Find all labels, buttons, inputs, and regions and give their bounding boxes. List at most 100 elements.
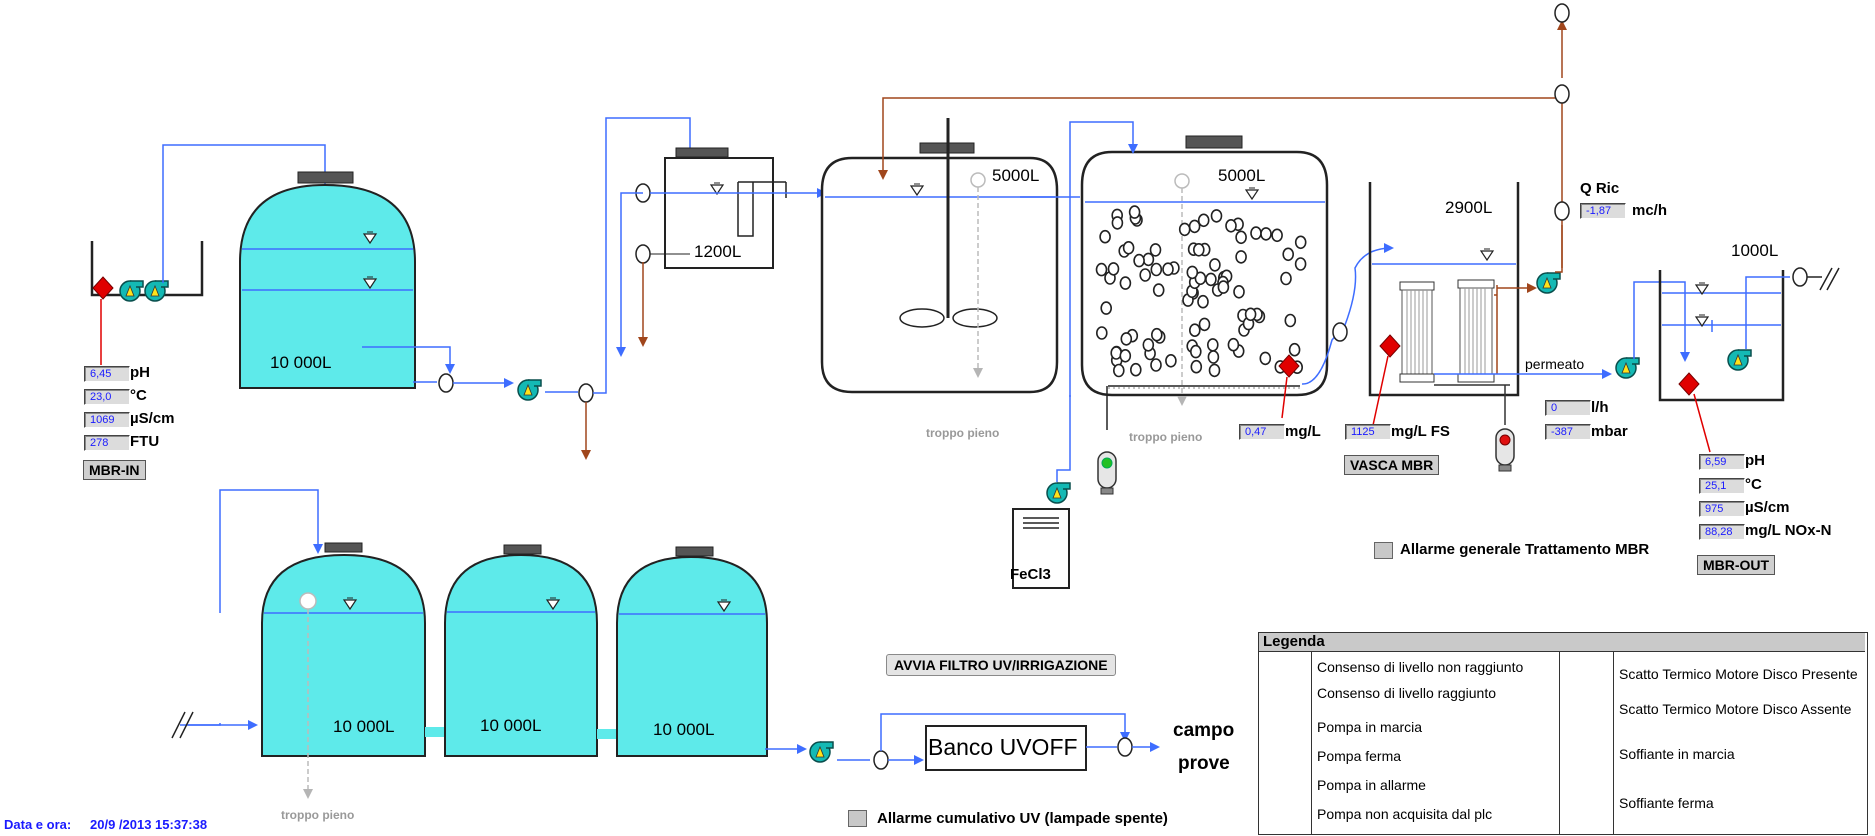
mbr-tank-volume: 2900L	[1445, 198, 1493, 217]
fecl3-dosing-pump-icon[interactable]	[1046, 482, 1071, 504]
permeate-pump-icon[interactable]	[1615, 357, 1640, 379]
air-bubble	[1150, 262, 1163, 277]
legend-item: Pompa in marcia	[1317, 719, 1423, 735]
air-bubble	[1113, 363, 1125, 378]
air-bubble	[1227, 337, 1240, 352]
air-bubble	[1095, 262, 1108, 277]
air-bubble	[1119, 276, 1132, 290]
raw-tank-outlet-valve-icon[interactable]	[438, 373, 454, 393]
storage-overflow-label: troppo pieno	[281, 808, 355, 822]
permeate-pressure-unit: mbar	[1591, 423, 1628, 440]
reactor-1	[820, 118, 1059, 394]
air-bubble	[1189, 323, 1201, 338]
air-bubble	[1209, 258, 1221, 272]
destination-line-2: prove	[1178, 753, 1230, 774]
mbr-sensor-icon	[1379, 334, 1401, 358]
mbr-fs-unit: mg/L FS	[1391, 423, 1450, 440]
small-tank-volume: 1200L	[694, 242, 742, 261]
mbr-in-sump	[90, 241, 204, 365]
air-bubble	[1162, 262, 1174, 277]
mbr-in-ph-unit: pH	[130, 364, 150, 381]
storage-2-volume: 10 000L	[480, 716, 542, 735]
mbr-out-label: MBR-OUT	[1697, 555, 1776, 575]
mbr-general-alarm-indicator	[1374, 542, 1393, 559]
air-bubble	[1282, 247, 1294, 262]
small-tank-drain-valve-icon[interactable]	[635, 244, 651, 264]
air-bubble	[1207, 338, 1219, 352]
storage-tank-1	[261, 542, 426, 799]
storage-3-volume: 10 000L	[653, 720, 715, 739]
out-tank	[1658, 270, 1785, 402]
air-bubble	[1165, 353, 1177, 368]
air-bubble	[1225, 219, 1237, 233]
q-ric-unit: mc/h	[1632, 202, 1668, 219]
reactor-2-overflow-label: troppo pieno	[1129, 430, 1203, 444]
recirculation-pump-icon[interactable]	[1536, 272, 1561, 294]
air-bubble	[1128, 205, 1141, 219]
legend-item: Pompa ferma	[1317, 748, 1402, 764]
mbr-tank	[1368, 182, 1520, 397]
feed-pump-2-icon[interactable]	[144, 280, 169, 302]
air-bubble	[1152, 283, 1165, 297]
air-bubble	[1107, 262, 1120, 276]
legend-title: Legenda	[1259, 633, 1865, 652]
air-bubble	[1271, 228, 1283, 243]
air-bubble	[1260, 227, 1272, 241]
air-bubble	[1208, 363, 1221, 378]
air-bubble	[1100, 301, 1112, 315]
air-bubble	[1130, 362, 1142, 377]
uv-start-button[interactable]: AVVIA FILTRO UV/IRRIGAZIONE	[886, 654, 1116, 676]
mbr-fs-value: 1125	[1345, 424, 1391, 440]
storage-tank-2	[444, 544, 598, 757]
legend-item: Pompa non acquisita dal plc	[1317, 806, 1493, 822]
air-bubble	[1235, 250, 1247, 264]
air-bubble	[1151, 327, 1163, 342]
recirc-top-valve-icon[interactable]	[1554, 3, 1570, 23]
mbr-out-sensor-icon	[1678, 372, 1700, 396]
storage-1-volume: 10 000L	[333, 717, 395, 736]
air-bubble	[1284, 313, 1297, 328]
air-bubble	[1119, 348, 1132, 363]
air-bubble	[1233, 284, 1245, 299]
q-ric-label: Q Ric	[1580, 180, 1620, 197]
legend-item: Scatto Termico Motore Disco Presente	[1619, 666, 1858, 682]
out-valve-icon[interactable]	[1792, 267, 1808, 287]
uv-outlet-valve-icon[interactable]	[1117, 737, 1133, 757]
reactor-2-volume: 5000L	[1218, 166, 1266, 185]
air-bubble	[1120, 332, 1133, 346]
reactor-1-overflow-label: troppo pieno	[926, 426, 1000, 440]
uv-alarm-indicator	[848, 810, 867, 827]
transfer-pump-icon[interactable]	[517, 379, 542, 401]
out-tank-pump-icon[interactable]	[1727, 349, 1752, 371]
mbr-feed-valve-icon[interactable]	[1332, 322, 1348, 342]
datetime-value: 20/9 /2013 15:37:38	[90, 817, 208, 832]
recirc-valve-icon[interactable]	[1554, 84, 1570, 104]
uv-feed-pump-icon[interactable]	[809, 741, 834, 763]
recirc-flow-valve-icon[interactable]	[1554, 201, 1570, 221]
mbr-in-cond-unit: µS/cm	[130, 410, 175, 427]
legend-item: Pompa in allarme	[1317, 777, 1426, 793]
air-bubble	[1142, 252, 1155, 267]
permeate-flow-value: 0	[1545, 400, 1591, 416]
air-bubble	[1198, 317, 1211, 332]
mbr-out-cond-value: 975	[1699, 501, 1745, 517]
air-bubble	[1099, 229, 1111, 244]
membrane-module-2	[1457, 279, 1495, 383]
air-bubble	[1096, 326, 1108, 340]
permeate-pressure-value: -387	[1545, 424, 1591, 440]
legend-item: Consenso di livello non raggiunto	[1317, 659, 1524, 675]
transfer-valve-icon[interactable]	[578, 383, 594, 403]
small-tank	[664, 147, 787, 269]
mbr-in-turb-unit: FTU	[130, 433, 160, 450]
uv-inlet-valve-icon[interactable]	[873, 750, 889, 770]
fecl3-drum	[1012, 508, 1070, 589]
air-bubble	[1188, 219, 1201, 234]
air-bubble	[1149, 243, 1162, 257]
mbr-out-ph-unit: pH	[1745, 452, 1765, 469]
legend-item: Soffiante ferma	[1619, 795, 1714, 811]
reactor-1-volume: 5000L	[992, 166, 1040, 185]
uv-bank-label: Banco UVOFF	[928, 734, 1078, 760]
mbr-out-temp-value: 25,1	[1699, 478, 1745, 494]
vasca-mbr-label: VASCA MBR	[1344, 455, 1440, 475]
feed-pump-1-icon[interactable]	[119, 280, 144, 302]
